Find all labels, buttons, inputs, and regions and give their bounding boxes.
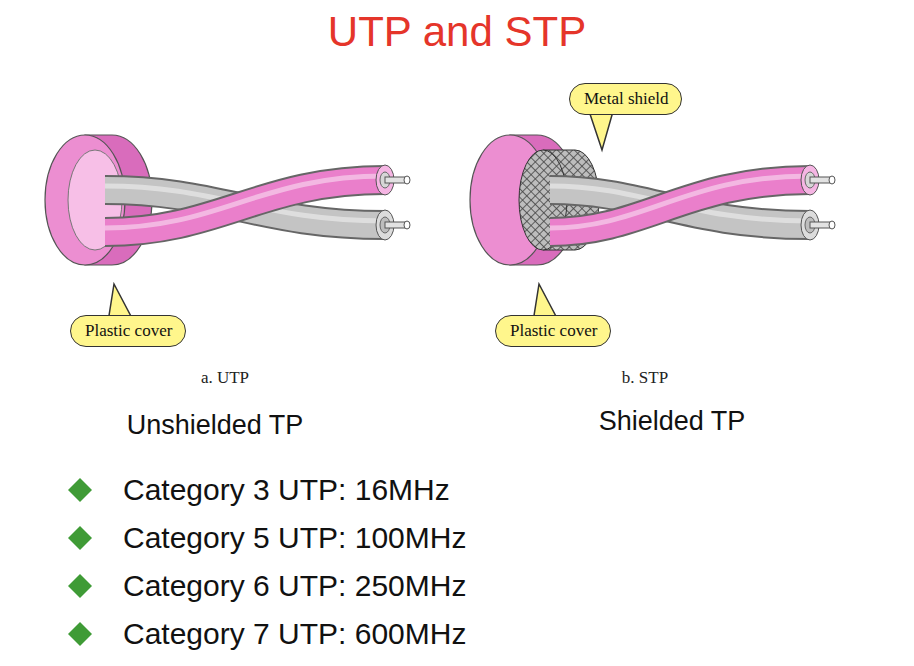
callout-bubble: Plastic cover [495,315,611,347]
wire-highlight [550,176,810,228]
figure-caption: a. UTP [201,368,249,388]
bullet-text: Category 6 UTP: 250MHz [123,569,466,604]
bullet-text: Category 7 UTP: 600MHz [123,617,466,652]
conductor-tip [829,176,835,184]
conductor-tip [404,221,410,229]
cable-name: Shielded TP [599,406,746,437]
bullet-diamond [68,478,92,502]
conductor-tip [404,176,410,184]
slide-title: UTP and STP [328,8,586,56]
figure-caption: b. STP [622,368,668,388]
bullet-diamond [68,526,92,550]
bullet-diamond [68,574,92,598]
callout-bubble: Plastic cover [70,315,186,347]
wire-highlight [105,176,385,228]
callout-text: Plastic cover [510,321,597,341]
cable-name: Unshielded TP [127,410,304,441]
callout-text: Plastic cover [85,321,172,341]
callout-bubble: Metal shield [569,83,682,115]
bullet-diamond [68,622,92,646]
bullet-text: Category 5 UTP: 100MHz [123,521,466,556]
bullet-text: Category 3 UTP: 16MHz [123,473,450,508]
callout-text: Metal shield [584,89,669,109]
utp-cable [45,135,410,265]
stp-cable [470,135,835,265]
conductor-tip [829,221,835,229]
